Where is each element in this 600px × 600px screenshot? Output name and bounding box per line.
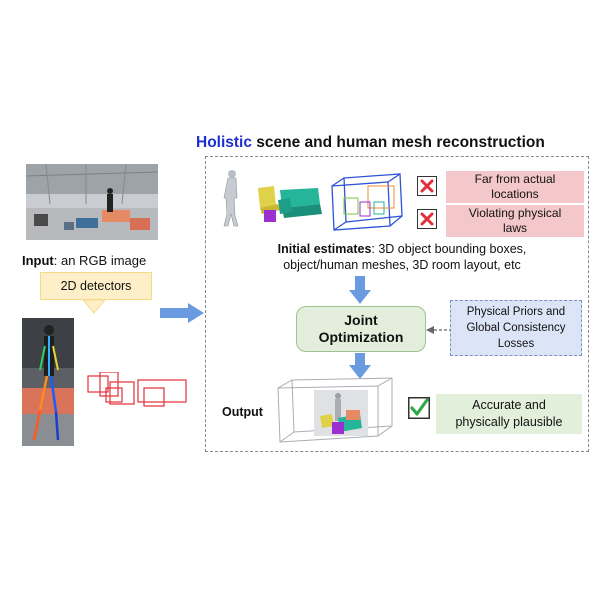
title-highlight: Holistic [196, 134, 252, 151]
input-caption-rest: : an RGB image [53, 253, 147, 268]
big-right-arrow [160, 303, 204, 328]
success-box: Accurate and physically plausible [436, 394, 582, 434]
detectors-label: 2D detectors [60, 279, 132, 293]
down-arrow-to-output [349, 353, 371, 384]
priors-line2: Global Consistency [466, 322, 566, 334]
reconstruction-panel [205, 156, 589, 452]
initial-estimates-text: Initial estimates: 3D object bounding bo… [252, 241, 552, 273]
2d-bounding-boxes [86, 371, 190, 419]
down-arrow-to-optimization [349, 276, 371, 309]
initial-estimates-bold: Initial estimates [277, 242, 372, 256]
detectors-down-arrow [81, 299, 107, 319]
figure-title: Holistic scene and human mesh reconstruc… [196, 134, 545, 152]
initial-meshes [220, 168, 328, 235]
output-scene-render [276, 376, 394, 449]
joint-line1: Joint [344, 312, 378, 328]
success-check-icon [408, 397, 430, 424]
3d-room-layout [330, 172, 406, 239]
detected-human-photo [22, 318, 74, 446]
title-rest: scene and human mesh reconstruction [251, 134, 545, 151]
failure-physics-line1: Violating physical [468, 206, 562, 220]
input-caption: Input: an RGB image [22, 253, 146, 268]
input-rgb-photo [26, 164, 158, 240]
failure-x-icon [417, 209, 437, 229]
joint-line2: Optimization [318, 329, 404, 345]
failure-x-icon [417, 176, 437, 196]
initial-estimates-line2: object/human meshes, 3D room layout, etc [283, 258, 521, 272]
priors-line1: Physical Priors and [466, 306, 566, 318]
failure-physics-line2: laws [502, 221, 527, 235]
failure-location-line1: Far from actual [474, 172, 556, 186]
input-caption-bold: Input [22, 253, 54, 268]
failure-location-line2: locations [491, 187, 539, 201]
priors-dashed-arrow [426, 322, 452, 340]
success-line2: physically plausible [455, 415, 563, 429]
output-label: Output [222, 405, 263, 419]
success-line1: Accurate and [472, 398, 546, 412]
priors-line3: Losses [497, 338, 535, 350]
initial-estimates-line1: : 3D object bounding boxes, [371, 242, 527, 256]
detectors-box: 2D detectors [40, 272, 152, 300]
